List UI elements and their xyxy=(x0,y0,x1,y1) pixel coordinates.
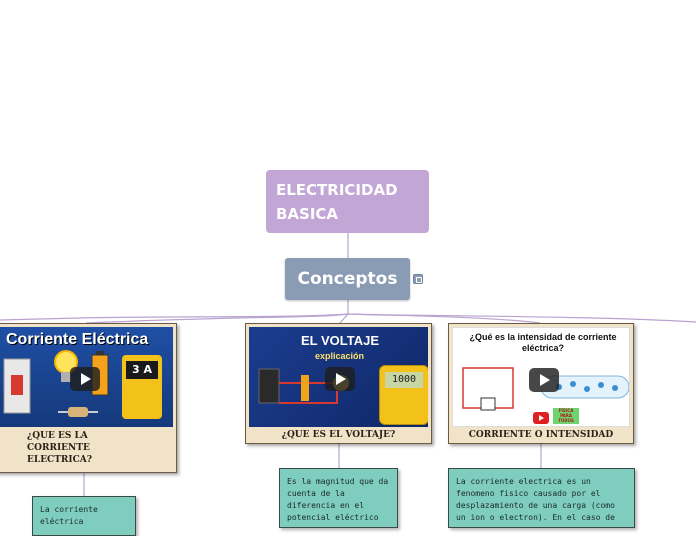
video-thumbnail-corriente[interactable]: Corriente Eléctrica 3 A xyxy=(0,327,173,427)
note-voltaje[interactable]: Es la magnitud que da cuenta de la difer… xyxy=(279,468,398,528)
note-text: La corriente eléctrica xyxy=(40,505,98,526)
fisica-para-todos-badge: FÍSICA PARA TODOS xyxy=(553,408,579,424)
video-thumbnail-intensidad[interactable]: ¿Qué es la intensidad de corriente eléct… xyxy=(452,327,630,427)
note-text: Es la magnitud que da cuenta de la difer… xyxy=(287,477,389,522)
badge-line1: FÍSICA xyxy=(558,408,574,413)
multimeter: 1000 xyxy=(379,365,428,425)
circuit-diagram-icon xyxy=(462,367,514,411)
root-title-line2: BASICA xyxy=(276,205,339,223)
root-title-line1: ELECTRICIDAD xyxy=(276,181,398,199)
multimeter-display: 1000 xyxy=(385,372,423,388)
thumbnail-title: Corriente Eléctrica xyxy=(6,331,149,348)
switch-icon xyxy=(3,358,31,414)
resistor-icon xyxy=(58,407,98,417)
thumbnail-title: EL VOLTAJE xyxy=(301,333,380,348)
badge-line3: TODOS xyxy=(558,418,574,423)
card-corriente-electrica[interactable]: Corriente Eléctrica 3 A ¿QUE ES LA CORRI… xyxy=(0,323,177,473)
card-voltaje[interactable]: EL VOLTAJE explicación 1000 ¿QUE ES EL V… xyxy=(245,323,432,444)
card-intensidad[interactable]: ¿Qué es la intensidad de corriente eléct… xyxy=(448,323,634,444)
play-button[interactable] xyxy=(70,367,100,391)
connector-lines xyxy=(0,233,696,496)
card-label: ¿QUE ES EL VOLTAJE? xyxy=(281,430,396,440)
card-label-line3: ELECTRICA? xyxy=(27,455,93,465)
note-corriente-electrica[interactable]: La corriente eléctrica xyxy=(32,496,136,536)
card-label: ¿QUE ES LA CORRIENTE ELECTRICA? xyxy=(0,430,176,472)
note-text: La corriente electrica es un fenomeno fi… xyxy=(456,477,615,522)
thumbnail-title: ¿Qué es la intensidad de corriente eléct… xyxy=(469,332,617,353)
ammeter: 3 A xyxy=(122,355,162,419)
play-button[interactable] xyxy=(529,368,559,392)
card-label-line2: CORRIENTE xyxy=(27,443,90,453)
wire-electrons-icon xyxy=(540,375,629,399)
badge-line2: PARA xyxy=(560,413,572,418)
video-thumbnail-voltaje[interactable]: EL VOLTAJE explicación 1000 xyxy=(249,327,428,427)
youtube-icon xyxy=(533,412,549,424)
concepts-label: Conceptos xyxy=(297,269,398,289)
concepts-topic[interactable]: Conceptos xyxy=(285,258,410,300)
ammeter-display: 3 A xyxy=(126,361,158,379)
thumbnail-subtitle: explicación xyxy=(315,351,365,361)
card-label: CORRIENTE O INTENSIDAD xyxy=(468,430,614,440)
root-topic[interactable]: ELECTRICIDAD BASICA xyxy=(266,170,429,233)
play-button[interactable] xyxy=(325,367,355,391)
note-icon[interactable] xyxy=(413,274,423,284)
note-intensidad[interactable]: La corriente electrica es un fenomeno fi… xyxy=(448,468,635,528)
card-label-line1: ¿QUE ES LA xyxy=(27,431,88,441)
